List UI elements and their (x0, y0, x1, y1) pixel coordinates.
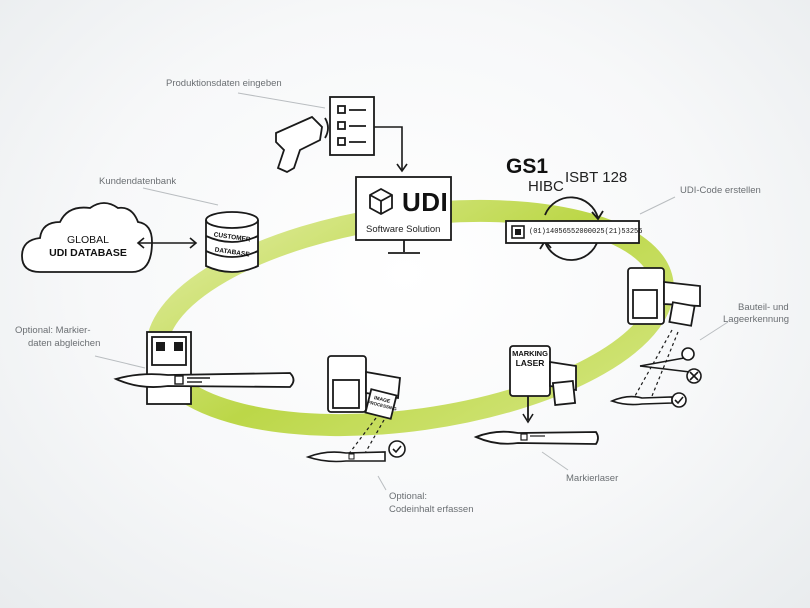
scalpel-bottom-right (473, 430, 599, 445)
label-production-data: Produktionsdaten eingeben (166, 78, 282, 89)
robot-arm-icon (627, 267, 701, 327)
label-udi-code-create: UDI-Code erstellen (680, 185, 761, 196)
software-subtitle: Software Solution (366, 224, 441, 235)
label-part-recognition-2: Lageerkennung (723, 314, 790, 325)
global-database-cloud (21, 202, 153, 273)
check-icon-right (671, 392, 687, 408)
cloud-line-2: UDI DATABASE (49, 247, 127, 259)
verification-station (146, 331, 192, 405)
label-optional-compare-1: Optional: Markier- (15, 325, 91, 336)
label-optional-compare-2: daten abgleichen (28, 338, 101, 349)
cloud-line-1: GLOBAL (66, 234, 110, 246)
laser-box-line-2: LASER (515, 358, 545, 368)
software-title: UDI (402, 187, 449, 217)
udi-code-text: (01)14056552000025(21)53256 (529, 228, 643, 236)
customer-database-icon (205, 211, 259, 273)
check-icon-bottom (388, 440, 406, 458)
standard-hibc: HIBC (528, 178, 564, 195)
scalpel-right (609, 395, 673, 406)
camera-station (327, 355, 401, 420)
standard-gs1: GS1 (506, 155, 549, 178)
scalpel-left (113, 372, 295, 388)
udi-code-label (505, 220, 640, 244)
laser-box-line-1: MARKING (512, 349, 548, 358)
arrow-to-software (374, 126, 403, 170)
label-part-recognition-1: Bauteil- und (738, 302, 789, 313)
udi-software-monitor (355, 176, 452, 254)
barcode-scanner-icon (275, 113, 336, 174)
label-marking-laser: Markierlaser (566, 473, 619, 484)
label-optional-capture-1: Optional: (389, 491, 428, 502)
standard-isbt: ISBT 128 (565, 169, 628, 186)
data-sheet-icon (329, 96, 375, 156)
sync-arrow (136, 237, 198, 249)
marking-laser-station (509, 345, 577, 420)
scalpel-bottom-left (305, 451, 386, 463)
label-optional-capture-2: Codeinhalt erfassen (389, 504, 474, 515)
label-customer-database: Kundendatenbank (99, 176, 177, 187)
